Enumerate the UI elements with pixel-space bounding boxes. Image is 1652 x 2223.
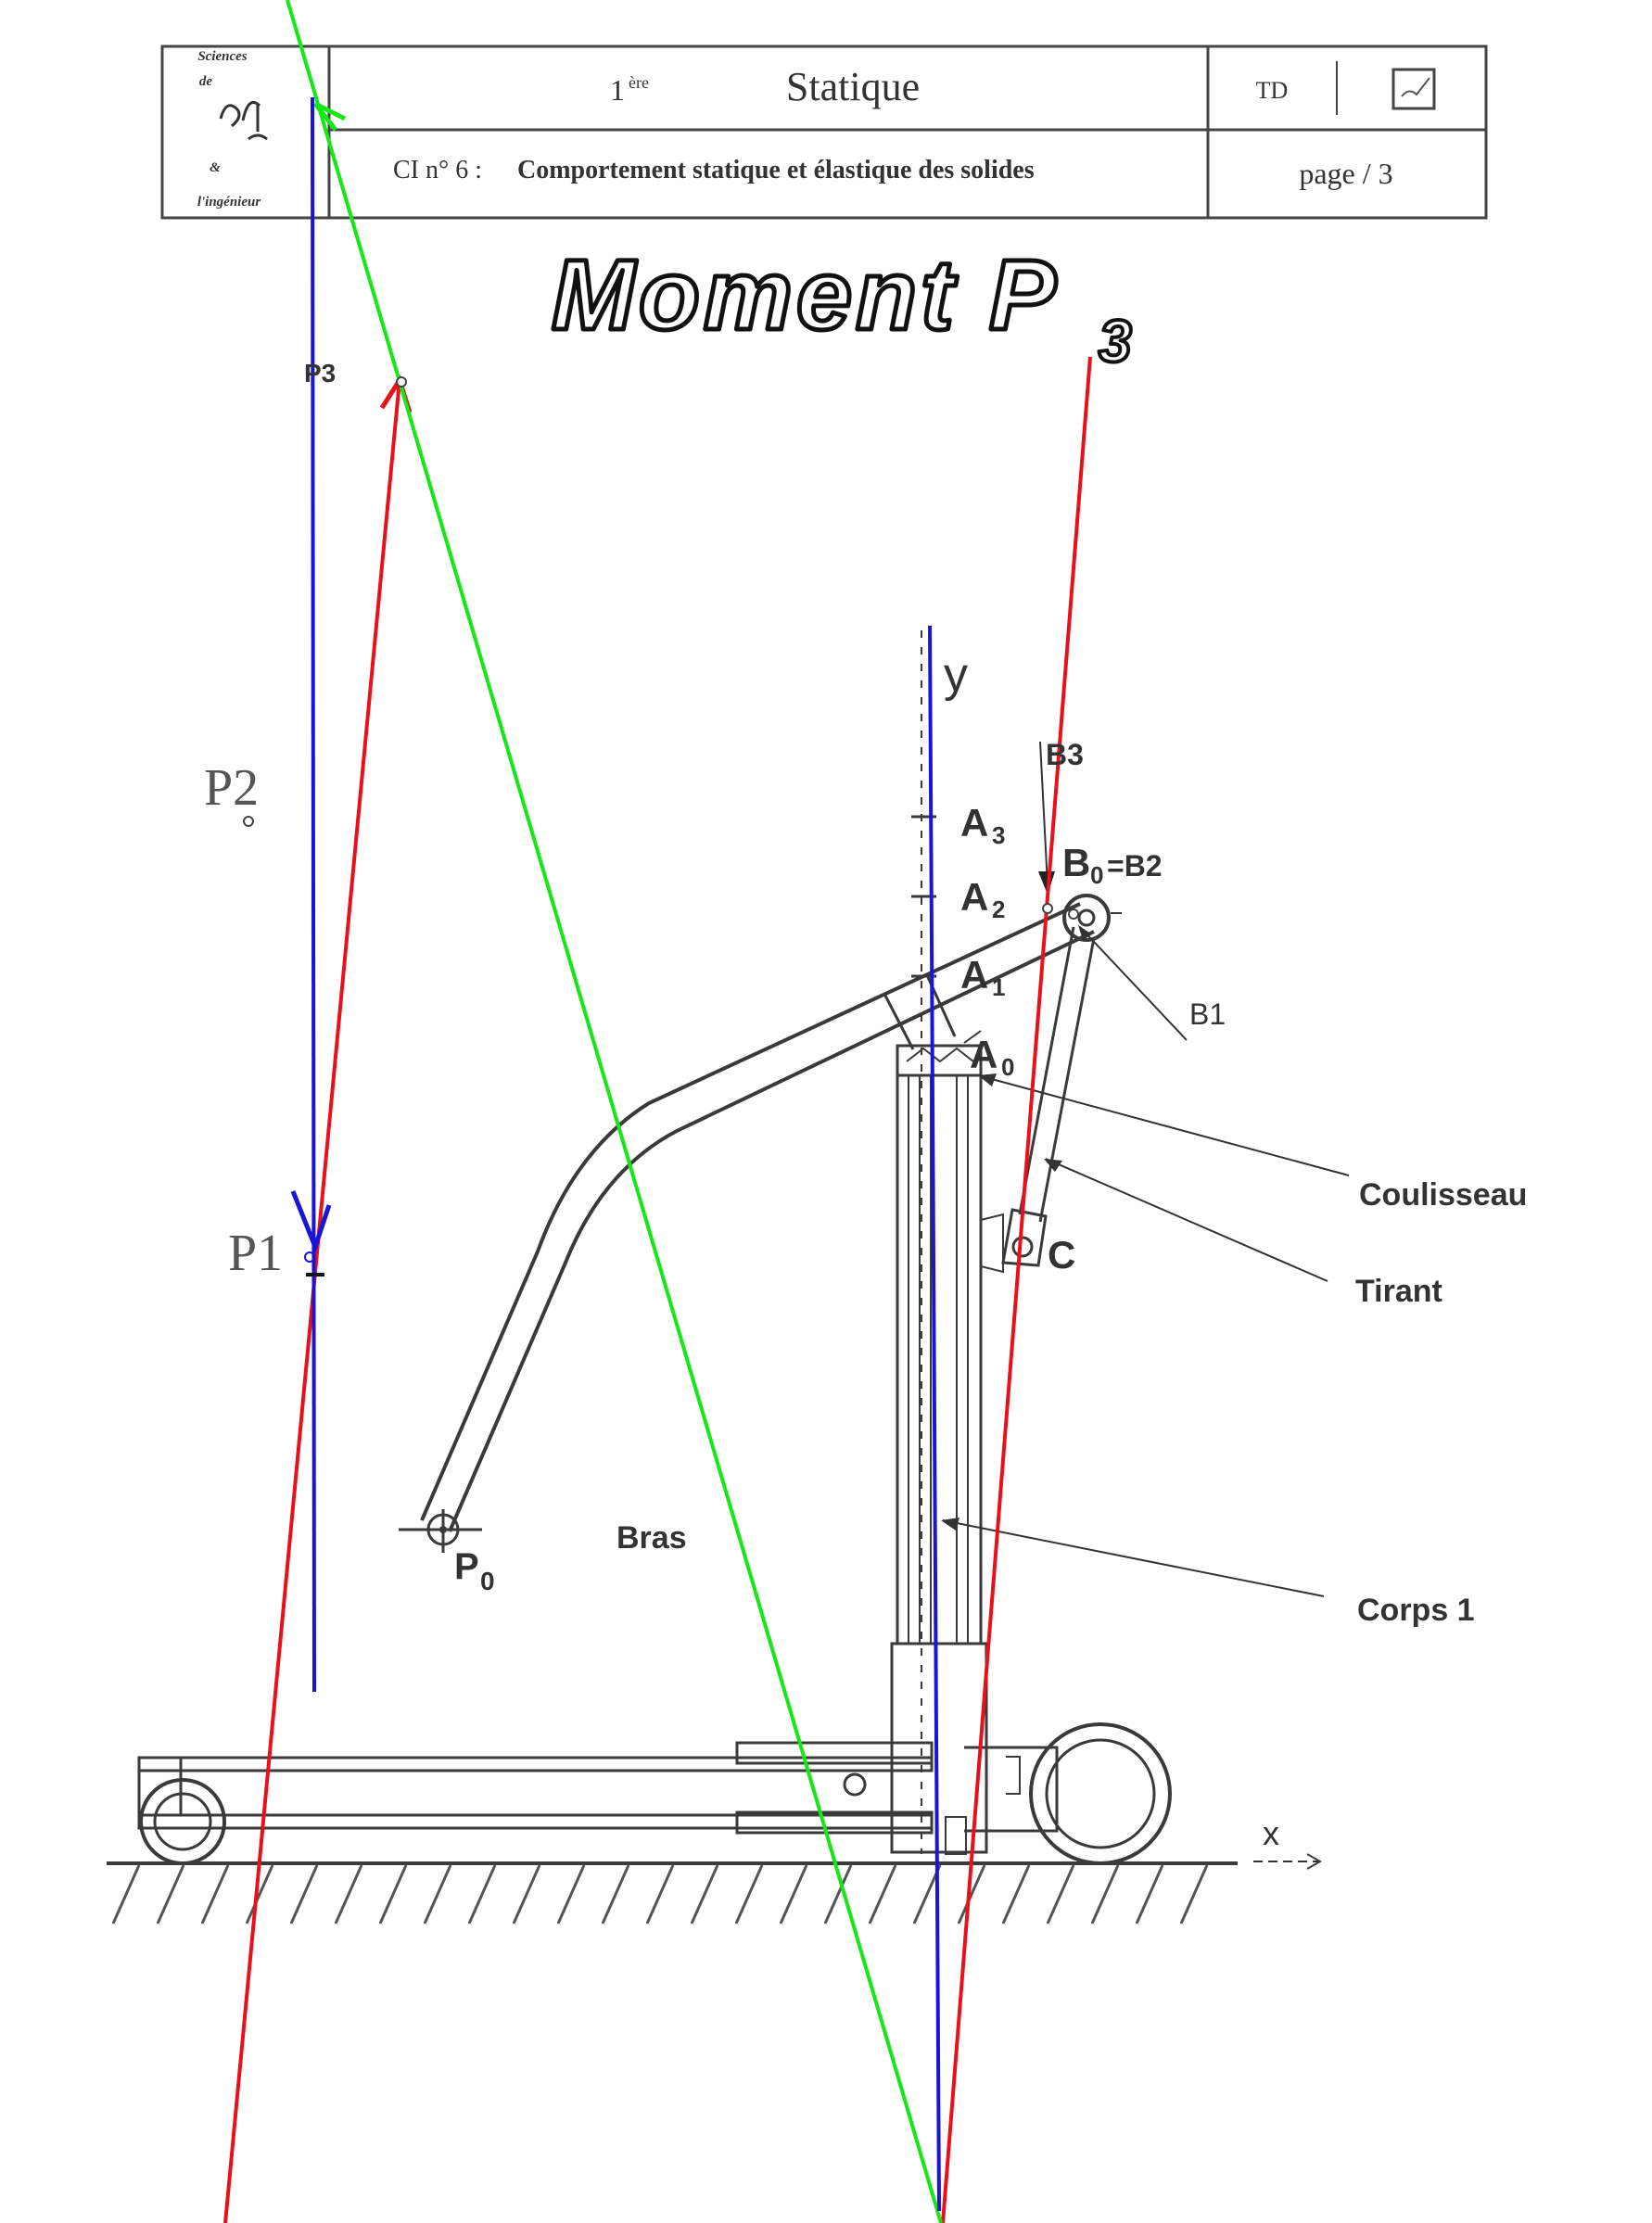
- hatch-line: [734, 1864, 764, 1924]
- label-a3: A: [960, 801, 988, 845]
- ci-label: CI n° 6 :: [393, 156, 482, 184]
- label-p1: P1: [228, 1225, 283, 1282]
- ground: [107, 1861, 1238, 1924]
- label-a1-sub: 1: [992, 973, 1005, 1001]
- title-main: Moment P: [552, 238, 1060, 350]
- label-bras: Bras: [616, 1520, 687, 1556]
- green-force-line: [286, 0, 943, 2223]
- hatch-line: [1046, 1864, 1075, 1924]
- hatch-line: [779, 1864, 808, 1924]
- label-x-axis: x: [1263, 1814, 1279, 1852]
- hatch-line: [1135, 1864, 1164, 1924]
- logo-line-3: l'ingénieur: [197, 195, 261, 210]
- ci-title: Comportement statique et élastique des s…: [517, 156, 1035, 184]
- label-tirant: Tirant: [1355, 1274, 1442, 1309]
- hatch-line: [1001, 1864, 1031, 1924]
- rear-wheel: [1029, 1722, 1172, 1865]
- chassis: [137, 1741, 1059, 1855]
- front-wheel: [139, 1778, 226, 1865]
- hatch-line: [556, 1864, 586, 1924]
- level-number: 1: [610, 73, 625, 107]
- hatch-line: [111, 1864, 141, 1924]
- hatch-line: [200, 1864, 230, 1924]
- hatch-line: [868, 1864, 897, 1924]
- label-p0: P: [454, 1546, 479, 1587]
- checkbox-icon: [1391, 68, 1436, 110]
- label-corps: Corps 1: [1357, 1593, 1475, 1628]
- header-table: Sciences de & l'ingénieur 1 ère Statique…: [160, 44, 1488, 220]
- hatch-line: [645, 1864, 675, 1924]
- hatch-line: [245, 1864, 274, 1924]
- hatch-line: [512, 1864, 541, 1924]
- blue-force-lines: [290, 96, 941, 2212]
- hatch-line: [423, 1864, 452, 1924]
- hatch-line: [601, 1864, 630, 1924]
- diagram-labels: P3 P2 P1 P 0 Bras y x A 3 A 2 A 1 A 0 B3…: [204, 359, 1527, 1852]
- hatch-line: [690, 1864, 719, 1924]
- hatch-line: [334, 1864, 363, 1924]
- doc-type: TD: [1256, 77, 1289, 104]
- label-a0-sub: 0: [1001, 1053, 1014, 1081]
- label-b1: B1: [1189, 997, 1226, 1031]
- label-c: C: [1048, 1233, 1075, 1277]
- page-label: page / 3: [1299, 157, 1392, 190]
- corps-mast: [890, 1044, 988, 1854]
- logo-line-2: de: [199, 74, 213, 89]
- label-b0: B: [1062, 841, 1090, 884]
- hatch-line: [289, 1864, 319, 1924]
- label-coulisseau: Coulisseau: [1359, 1177, 1527, 1213]
- label-a2: A: [960, 875, 988, 919]
- label-a1: A: [960, 953, 988, 997]
- ground-hatching: [111, 1864, 1209, 1924]
- label-p2: P2: [204, 759, 259, 817]
- hatch-line: [1090, 1864, 1120, 1924]
- bras-arm: [420, 894, 1122, 1532]
- level-suffix: ère: [629, 73, 649, 92]
- label-b0-eq: =B2: [1107, 849, 1163, 883]
- label-a3-sub: 3: [992, 821, 1005, 849]
- label-a0: A: [970, 1033, 998, 1076]
- label-p3: P3: [304, 359, 336, 387]
- subject-title: Statique: [786, 64, 920, 109]
- hatch-line: [156, 1864, 185, 1924]
- hatch-line: [1179, 1864, 1209, 1924]
- label-p0-sub: 0: [480, 1567, 495, 1595]
- label-b0-sub: 0: [1090, 861, 1103, 889]
- hatch-line: [957, 1864, 986, 1924]
- svg-text:&: &: [210, 160, 221, 175]
- tirant-rod: [980, 926, 1096, 1274]
- label-y-axis: y: [944, 648, 968, 702]
- title-subscript: 3: [1099, 308, 1132, 375]
- logo-line-1: Sciences: [197, 49, 247, 64]
- red-force-lines: [223, 356, 1092, 2223]
- logo: Sciences de & l'ingénieur: [197, 49, 268, 210]
- label-a2-sub: 2: [992, 896, 1005, 923]
- p0-point: [399, 1509, 482, 1553]
- point-markers: [243, 376, 1079, 920]
- x-axis-marker: [1253, 1853, 1323, 1870]
- page-title: Moment P 3: [550, 236, 1134, 377]
- hatch-line: [467, 1864, 497, 1924]
- hatch-line: [378, 1864, 408, 1924]
- hatch-line: [823, 1864, 853, 1924]
- label-b3: B3: [1046, 738, 1084, 771]
